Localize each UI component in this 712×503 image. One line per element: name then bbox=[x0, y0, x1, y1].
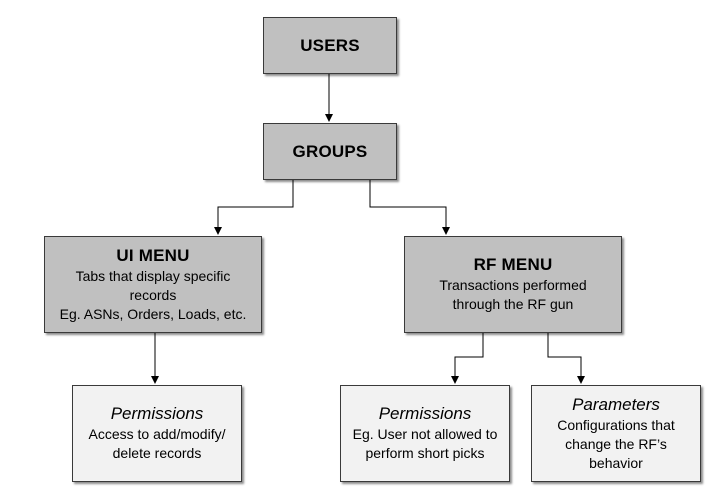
connector-groups-to-ui-menu bbox=[214, 180, 294, 235]
rf-menu-title: RF MENU bbox=[473, 255, 553, 274]
rf-parameters-box: Parameters Configurations that change th… bbox=[531, 385, 701, 482]
rf-menu-desc-line: Transactions performed bbox=[439, 277, 587, 293]
connector-rf-menu-to-permissions bbox=[451, 333, 484, 384]
groups-box: GROUPS bbox=[263, 123, 397, 180]
rf-parameters-desc-line: change the RF’s bbox=[565, 435, 667, 452]
users-box: USERS bbox=[263, 17, 397, 74]
ui-permissions-description: Access to add/modify/ delete records bbox=[89, 425, 226, 463]
ui-permissions-desc-line: delete records bbox=[112, 445, 202, 461]
connector-groups-to-rf-menu bbox=[369, 180, 450, 235]
rf-permissions-box: Permissions Eg. User not allowed to perf… bbox=[340, 385, 510, 482]
rf-parameters-desc-line: Configurations that bbox=[557, 416, 675, 433]
ui-menu-box: UI MENU Tabs that display specific recor… bbox=[44, 236, 262, 333]
rf-permissions-desc-line: perform short picks bbox=[365, 445, 485, 461]
rf-menu-box: RF MENU Transactions performed through t… bbox=[404, 236, 622, 333]
connector-rf-menu-to-parameters bbox=[547, 333, 585, 384]
ui-permissions-desc-line: Access to add/modify/ bbox=[88, 426, 226, 442]
rf-permissions-title: Permissions bbox=[378, 404, 472, 423]
ui-menu-desc-line: records bbox=[129, 286, 177, 303]
ui-permissions-title: Permissions bbox=[110, 404, 204, 423]
ui-menu-title: UI MENU bbox=[116, 245, 190, 265]
rf-menu-desc-line: through the RF gun bbox=[452, 296, 574, 312]
ui-permissions-box: Permissions Access to add/modify/ delete… bbox=[72, 385, 242, 482]
groups-title: GROUPS bbox=[292, 141, 368, 161]
rf-parameters-title: Parameters bbox=[572, 394, 660, 414]
users-title: USERS bbox=[300, 35, 360, 55]
ui-menu-desc-line: Tabs that display specific bbox=[75, 267, 231, 284]
ui-menu-desc-line: Eg. ASNs, Orders, Loads, etc. bbox=[59, 305, 247, 322]
rf-permissions-desc-line: Eg. User not allowed to bbox=[352, 426, 498, 442]
rf-parameters-description: Configurations that change the RF’s beha… bbox=[557, 416, 675, 473]
ui-menu-description: Tabs that display specific records Eg. A… bbox=[60, 267, 247, 324]
rf-permissions-description: Eg. User not allowed to perform short pi… bbox=[353, 425, 498, 463]
rf-menu-description: Transactions performed through the RF gu… bbox=[439, 276, 586, 314]
rf-parameters-desc-line: behavior bbox=[589, 454, 643, 471]
